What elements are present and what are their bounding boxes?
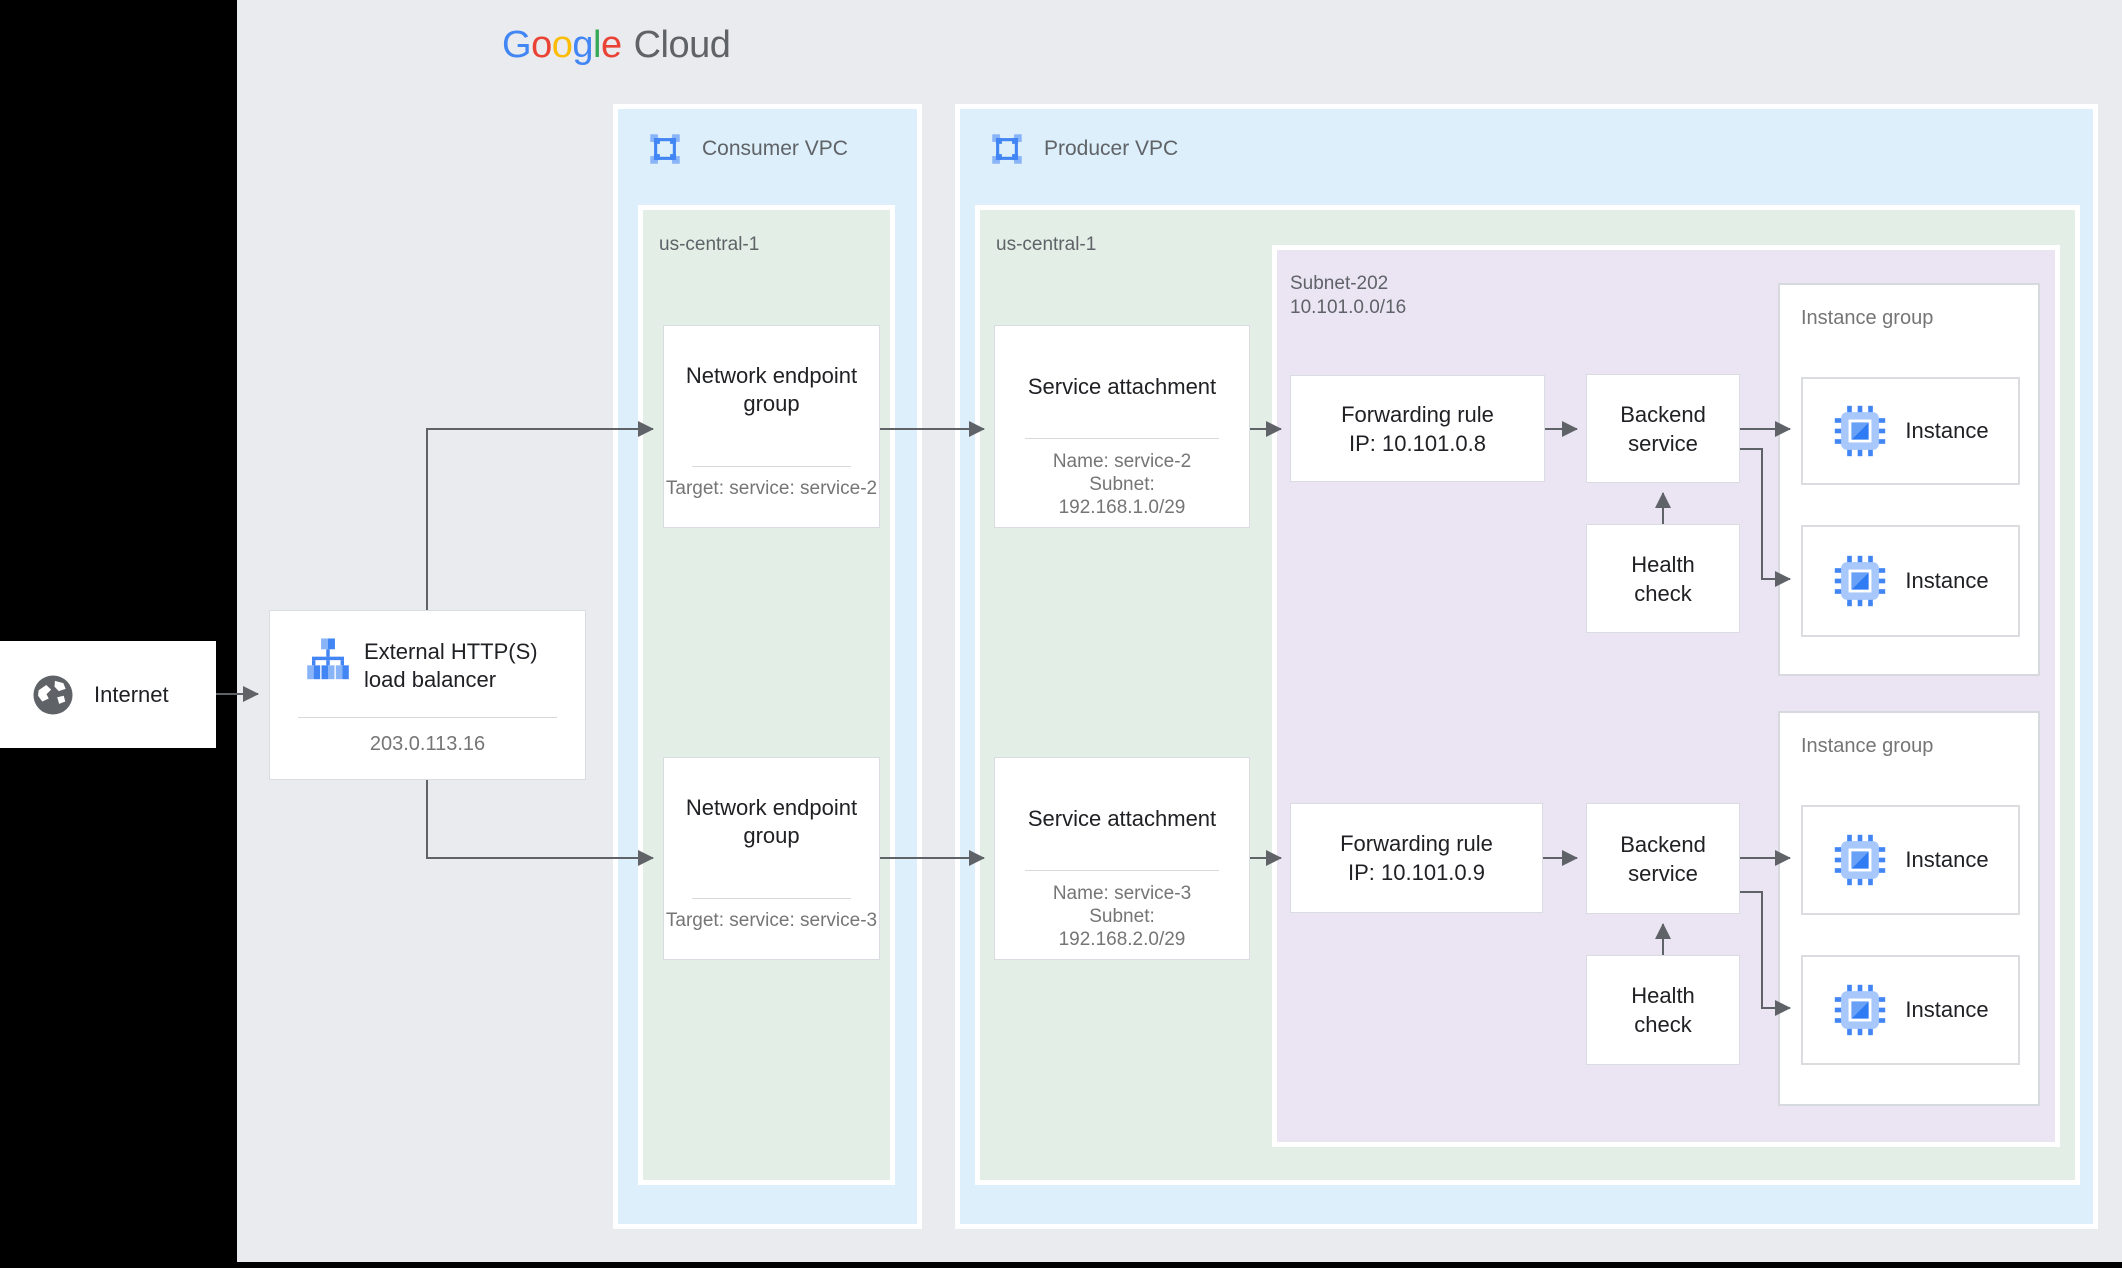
lb-title-line1: External HTTP(S) [364,639,538,664]
instance-group-label: Instance group [1801,307,1934,329]
consumer-vpc-label: Consumer VPC [702,137,848,160]
instance-label: Instance [1905,997,1989,1022]
health-check-box-2: Health check [1586,955,1740,1065]
compute-instance-icon [1835,555,1886,607]
sa-title: Service attachment [1027,806,1217,831]
service-attachment-box-1: Service attachment Name: service-2 Subne… [994,325,1250,528]
backend-service-box-1: Backend service [1586,374,1740,483]
subnet-label: Subnet-202 10.101.0.0/16 [1290,272,1406,320]
instance-label: Instance [1905,418,1989,443]
instance-box: Instance [1801,805,2020,915]
service-attachment-box-2: Service attachment Name: service-3 Subne… [994,757,1250,960]
load-balancer-ip: 203.0.113.16 [369,733,486,755]
load-balancer-icon [307,638,349,680]
forwarding-rule-box-1: Forwarding rule IP: 10.101.0.8 [1290,375,1545,482]
instance-group-panel-2: Instance group Instance Instance [1778,711,2040,1106]
sa-name-line: Name: service-3 [1052,883,1192,904]
internet-box: Internet [0,641,216,748]
sa-subnet-line: Subnet: [1089,474,1155,495]
network-endpoint-group-box-2: Network endpoint group Target: service: … [663,757,880,960]
divider [1025,870,1219,871]
fr-line1: Forwarding rule [1340,831,1493,856]
google-logo-word: Google [502,24,622,66]
subnet-name: Subnet-202 [1290,273,1389,294]
backend-service-box-2: Backend service [1586,803,1740,914]
internet-label: Internet [94,681,169,707]
load-balancer-box: External HTTP(S) load balancer 203.0.113… [269,610,586,780]
sa-details: Name: service-3 Subnet: 192.168.2.0/29 [995,882,1249,951]
subnet-cidr: 10.101.0.0/16 [1290,297,1407,318]
instance-box: Instance [1801,377,2020,485]
fr-line1: Forwarding rule [1341,401,1494,427]
neg-title: Network endpoint group [685,363,858,416]
network-endpoint-group-box-1: Network endpoint group Target: service: … [663,325,880,528]
divider [298,717,557,718]
instance-box: Instance [1801,955,2020,1065]
sa-title: Service attachment [1027,374,1217,399]
consumer-region-label: us-central-1 [659,234,760,255]
sa-cidr-line: 192.168.2.0/29 [1058,929,1186,950]
neg-subtitle: Target: service: service-2 [665,478,878,499]
producer-vpc-label: Producer VPC [1044,137,1179,160]
cloud-logo-word: Cloud [633,24,731,66]
compute-instance-icon [1835,984,1886,1036]
instance-label: Instance [1905,847,1989,872]
sa-cidr-line: 192.168.1.0/29 [1058,497,1186,518]
divider [691,466,852,467]
divider [1025,438,1219,439]
sa-subnet-line: Subnet: [1089,906,1155,927]
instance-box: Instance [1801,525,2020,637]
globe-icon [33,674,73,715]
google-cloud-logo: Google Cloud [502,24,731,67]
divider [691,898,852,899]
lb-title-line2: load balancer [364,667,497,692]
instance-group-label: Instance group [1801,735,1934,757]
compute-instance-icon [1835,405,1886,457]
vpc-network-icon [648,132,682,166]
forwarding-rule-box-2: Forwarding rule IP: 10.101.0.9 [1290,803,1543,913]
neg-title: Network endpoint group [685,795,858,848]
instance-label: Instance [1905,568,1989,593]
sa-name-line: Name: service-2 [1052,451,1192,472]
load-balancer-title: External HTTP(S) load balancer [364,638,538,694]
compute-instance-icon [1835,834,1886,886]
sa-details: Name: service-2 Subnet: 192.168.1.0/29 [995,450,1249,519]
fr-line2: IP: 10.101.0.8 [1349,430,1486,456]
fr-line2: IP: 10.101.0.9 [1348,860,1485,885]
instance-group-panel-1: Instance group Instance Instance [1778,283,2040,676]
vpc-network-icon [990,132,1024,166]
health-check-box-1: Health check [1586,524,1740,633]
neg-subtitle: Target: service: service-3 [665,910,878,931]
producer-region-label: us-central-1 [996,234,1097,255]
